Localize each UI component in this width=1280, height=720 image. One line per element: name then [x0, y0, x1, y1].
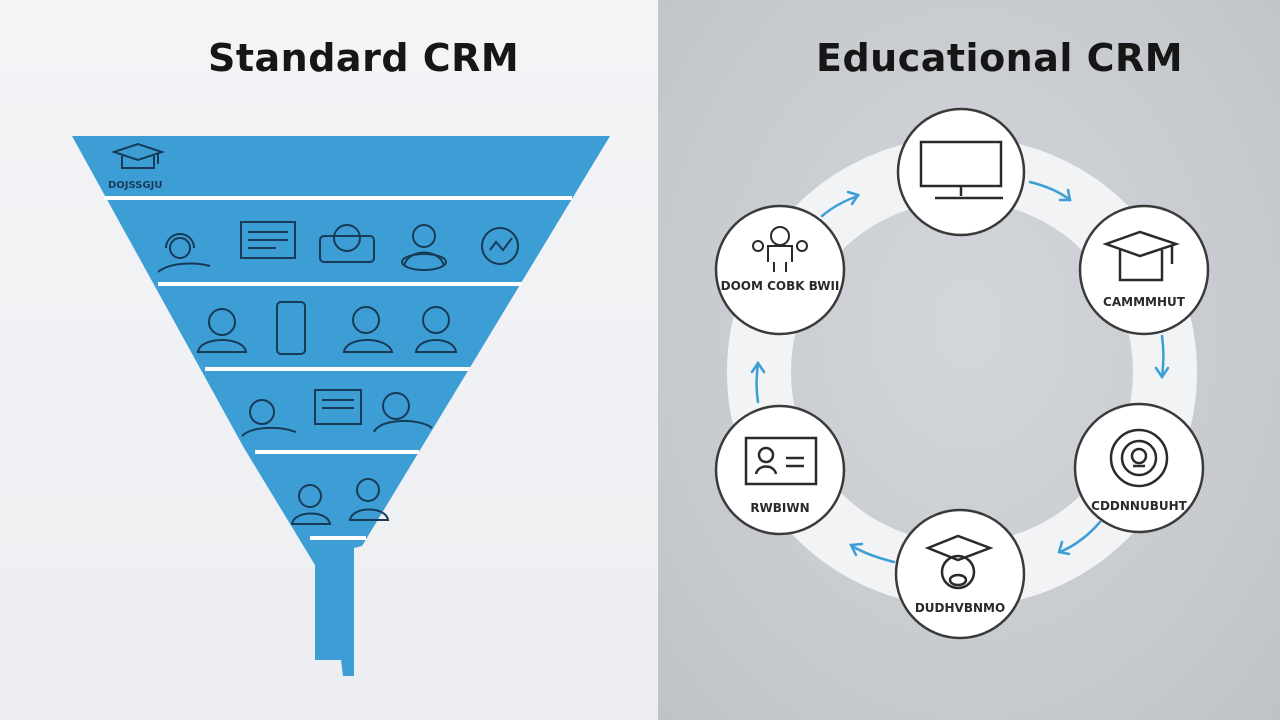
- cycle-node-right-lower: CDDNNUBUHT: [1073, 402, 1205, 534]
- graduate-student-icon: [924, 534, 994, 590]
- funnel-stage-3: [196, 301, 458, 355]
- target-icon: [1109, 428, 1169, 488]
- cycle-arrows: [750, 180, 1170, 564]
- node-label: DUDHVBNMO: [915, 601, 1005, 615]
- arrow-icon: [1154, 334, 1170, 380]
- cycle-node-left-upper: DOOM COBK BWII: [714, 204, 846, 336]
- person-icon: [196, 308, 248, 353]
- cycle-node-bottom: DUDHVBNMO: [894, 508, 1026, 640]
- arrow-icon: [1028, 180, 1072, 202]
- bearded-person-icon: [342, 306, 394, 353]
- arrow-icon: [750, 360, 766, 404]
- node-label: CDDNNUBUHT: [1091, 499, 1187, 513]
- arrow-icon: [849, 542, 896, 564]
- funnel-shape: [72, 136, 610, 676]
- funnel-stage-2: [157, 221, 519, 273]
- woman-icon: [373, 392, 433, 433]
- funnel-stage-label: DOJSSGJU: [108, 180, 163, 191]
- id-card-icon: [314, 389, 362, 425]
- person-icon: [348, 478, 390, 521]
- graduation-cap-icon: [1102, 230, 1180, 282]
- arrow-icon: [820, 190, 860, 218]
- phone-icon: [276, 301, 306, 355]
- headset-user-icon: [157, 233, 211, 273]
- chart-badge-icon: [481, 227, 519, 265]
- funnel-stage-4: [241, 389, 433, 437]
- node-label: CAMMMHUT: [1103, 295, 1186, 309]
- funnel-stage-dividers: [104, 196, 572, 540]
- educational-cycle: CAMMMHUT CDDNNUBUHT: [714, 107, 1210, 640]
- cycle-node-left-lower: RWBIWN: [714, 404, 846, 536]
- standard-crm-title: Standard CRM: [208, 36, 520, 80]
- node-label: RWBIWN: [750, 501, 809, 515]
- monitor-icon: [919, 140, 1003, 200]
- sales-funnel: DOJSSGJU: [72, 136, 610, 676]
- group-icon: [752, 226, 808, 272]
- id-card-icon: [744, 436, 818, 486]
- support-agent-icon: [319, 224, 375, 263]
- person-icon: [290, 484, 332, 525]
- node-label: DOOM COBK BWII: [721, 279, 840, 293]
- headset-icon: [241, 399, 297, 437]
- document-form-icon: [240, 221, 296, 259]
- cycle-node-right-upper: CAMMMHUT: [1078, 204, 1210, 336]
- funnel-stage-5: [290, 478, 390, 525]
- graduation-cap-icon: [110, 142, 166, 169]
- cycle-node-top: [896, 107, 1026, 237]
- man-icon: [414, 306, 458, 353]
- arrow-icon: [1057, 520, 1102, 556]
- user-network-icon: [401, 224, 447, 271]
- educational-crm-title: Educational CRM: [816, 36, 1184, 80]
- funnel-stage-1: DOJSSGJU: [108, 142, 166, 191]
